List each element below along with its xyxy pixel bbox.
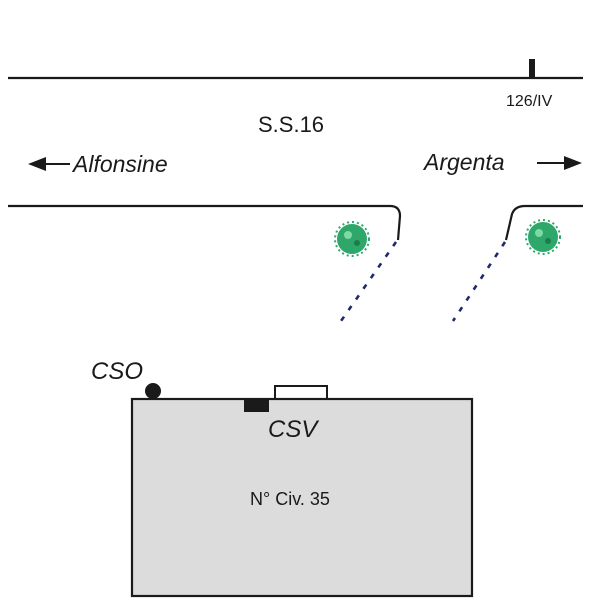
direction-right-label: Argenta bbox=[422, 149, 505, 175]
cso-label: CSO bbox=[91, 358, 143, 385]
road-bottom-edge-right bbox=[504, 204, 583, 241]
access-path-left bbox=[339, 241, 398, 322]
shrub-icon bbox=[525, 219, 561, 255]
direction-left-label: Alfonsine bbox=[71, 151, 168, 177]
cso-manhole-marker bbox=[145, 383, 161, 399]
building-number: N° Civ. 35 bbox=[250, 489, 330, 509]
road-name: S.S.16 bbox=[258, 112, 324, 137]
access-path-right bbox=[451, 241, 507, 322]
kilometer-marker bbox=[529, 59, 535, 79]
road-bottom-edge-left bbox=[8, 204, 402, 241]
csv-label: CSV bbox=[268, 416, 319, 443]
shrub-icon bbox=[334, 221, 370, 257]
direction-right-arrow-icon bbox=[537, 156, 582, 170]
kilometer-marker-label: 126/IV bbox=[506, 93, 553, 110]
building bbox=[130, 397, 474, 598]
direction-left-arrow-icon bbox=[28, 157, 70, 171]
csv-manhole-marker bbox=[244, 399, 269, 412]
building-entrance bbox=[274, 385, 328, 401]
